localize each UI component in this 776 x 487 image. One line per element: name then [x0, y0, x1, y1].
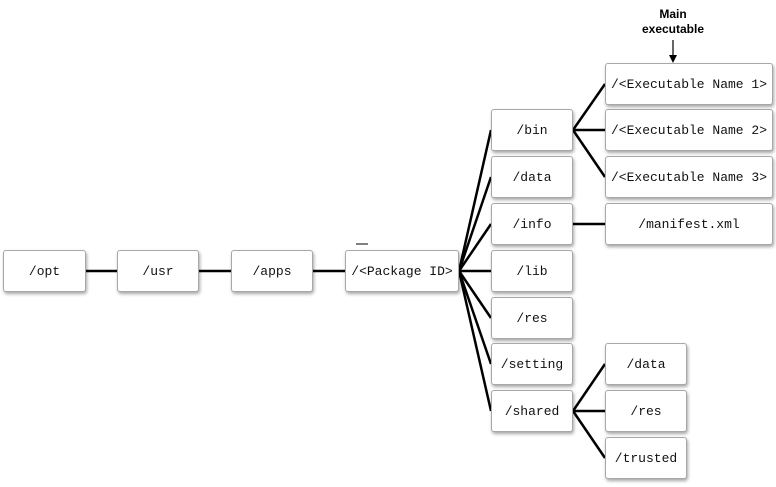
connector-bin-exe1	[571, 83, 607, 131]
main-executable-callout: Main executable	[628, 7, 718, 37]
node-shared-res: /res	[605, 390, 687, 432]
node-executable-1: /<Executable Name 1>	[605, 63, 773, 105]
node-manifest: /manifest.xml	[605, 203, 773, 245]
connector-package-shared	[457, 270, 493, 412]
callout-line-2: executable	[641, 22, 705, 36]
connector-package-setting	[457, 270, 493, 365]
connector-package-bin	[457, 129, 493, 272]
node-shared-trusted: /trusted	[605, 437, 687, 479]
connector-package-res	[457, 270, 493, 319]
main-executable-arrow	[669, 40, 677, 63]
node-package-id: /<Package ID>	[345, 250, 459, 292]
node-shared-data: /data	[605, 343, 687, 385]
node-executable-2: /<Executable Name 2>	[605, 109, 773, 151]
node-data: /data	[491, 156, 573, 198]
node-setting: /setting	[491, 343, 573, 385]
connector-shared-trusted	[571, 410, 607, 459]
node-bin: /bin	[491, 109, 573, 151]
node-apps: /apps	[231, 250, 313, 292]
node-usr: /usr	[117, 250, 199, 292]
node-opt: /opt	[3, 250, 86, 292]
node-executable-3: /<Executable Name 3>	[605, 156, 773, 198]
node-res: /res	[491, 297, 573, 339]
connector-shared-data	[571, 363, 607, 412]
node-info: /info	[491, 203, 573, 245]
connector-bin-exe3	[571, 129, 607, 178]
node-lib: /lib	[491, 250, 573, 292]
node-shared: /shared	[491, 390, 573, 432]
callout-line-1: Main	[659, 7, 687, 21]
connector-package-info	[457, 223, 493, 272]
connectors	[86, 83, 607, 459]
connector-package-data	[457, 176, 493, 272]
